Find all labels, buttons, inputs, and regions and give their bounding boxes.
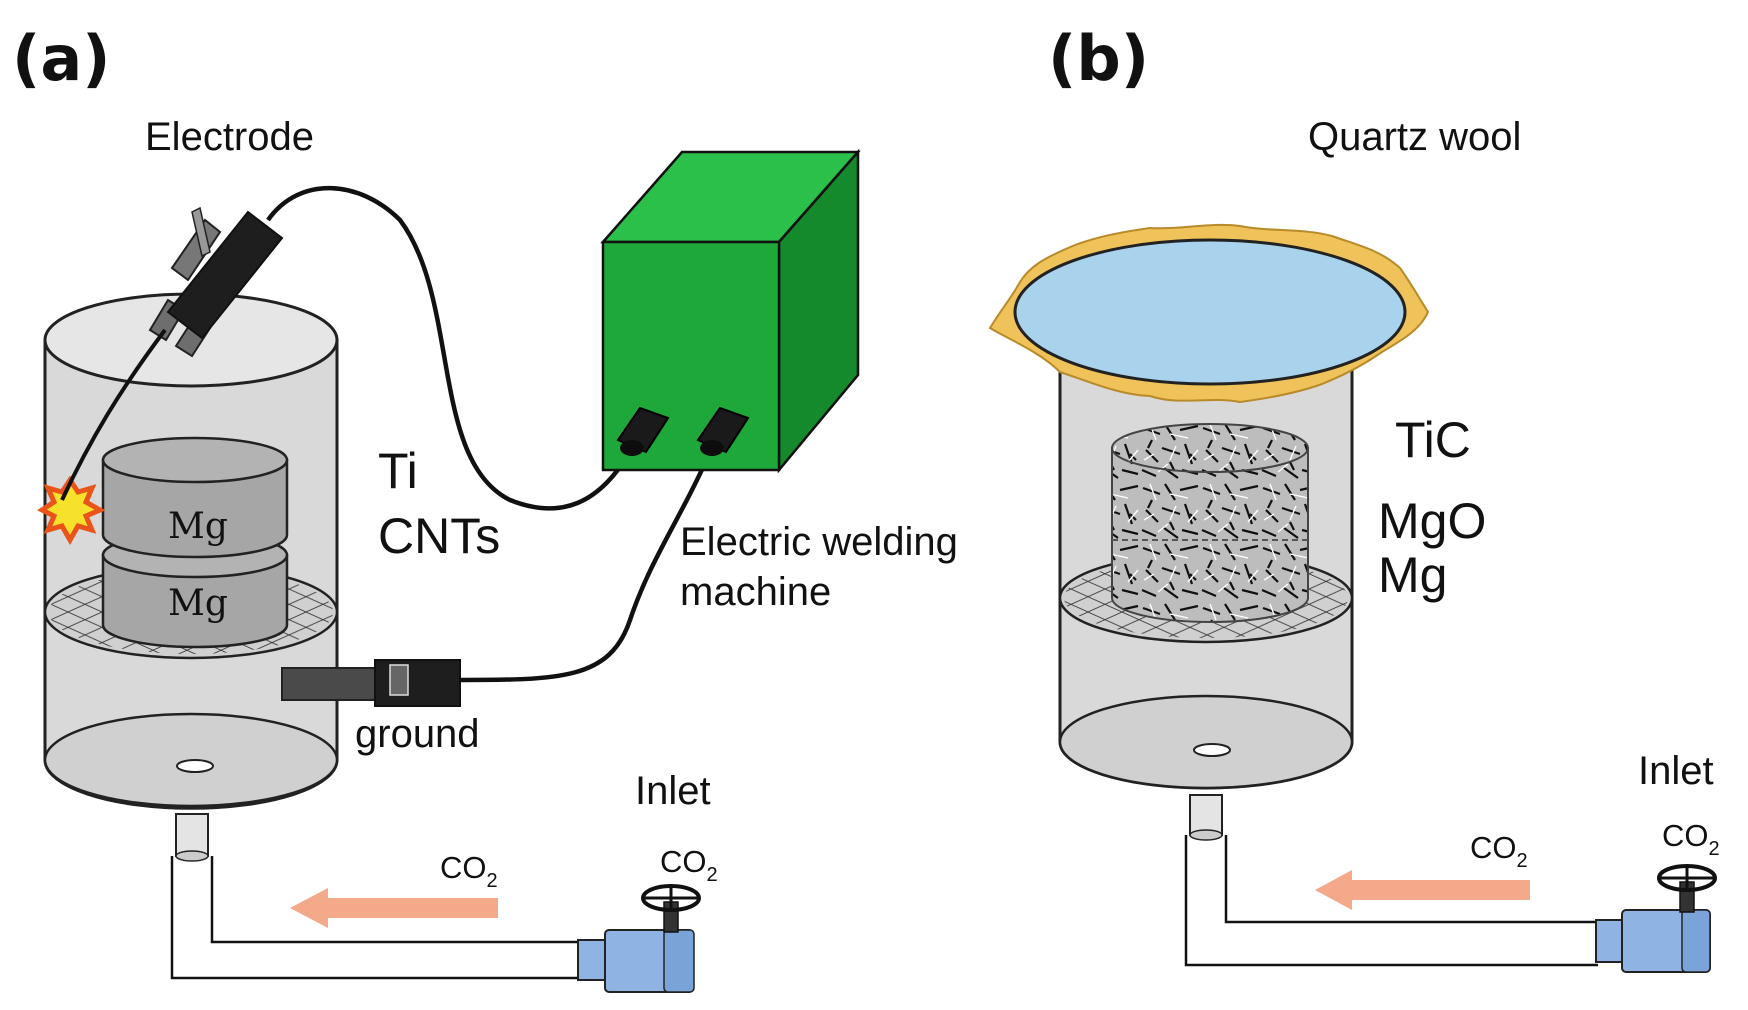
mg-label-top: Mg bbox=[168, 506, 228, 547]
electrode-label: Electrode bbox=[145, 115, 314, 159]
product-fibrous-mass bbox=[1111, 423, 1309, 623]
panel-a-label: (a) bbox=[12, 22, 111, 95]
spark-icon bbox=[37, 475, 106, 546]
co2-flow-label-b: CO2 bbox=[1470, 830, 1528, 872]
ground-label: ground bbox=[355, 712, 480, 756]
valve-wheel-icon-b bbox=[1657, 864, 1717, 892]
co2-flow-arrow-b bbox=[1315, 870, 1530, 910]
welder-label-line1: Electric welding bbox=[680, 520, 958, 564]
gas-pipe-b bbox=[1184, 794, 1598, 967]
mg-pellet-top bbox=[101, 436, 289, 559]
product-label-tic: TiC bbox=[1395, 412, 1471, 468]
gas-pipe-a bbox=[170, 813, 580, 980]
inlet-label-b: Inlet bbox=[1638, 749, 1714, 793]
valve-wheel-icon-a bbox=[641, 884, 701, 912]
co2-valve-label-b: CO2 bbox=[1662, 818, 1720, 860]
material-label-ti: Ti bbox=[378, 443, 418, 499]
co2-flow-arrow-a bbox=[290, 888, 498, 928]
co2-valve-label-a: CO2 bbox=[660, 844, 718, 886]
electrode-rod bbox=[60, 328, 167, 501]
ground-clamp bbox=[281, 659, 461, 707]
quartz-wool-label: Quartz wool bbox=[1308, 115, 1521, 159]
product-label-mgo: MgO bbox=[1378, 493, 1486, 549]
ground-cable bbox=[454, 447, 715, 683]
electrode-cable bbox=[266, 185, 634, 511]
quartz-wool-lid bbox=[988, 223, 1430, 404]
product-label-mg: Mg bbox=[1378, 547, 1447, 603]
panel-b-label: (b) bbox=[1048, 22, 1149, 95]
gas-valve-b bbox=[1595, 881, 1711, 973]
mg-label-bottom: Mg bbox=[168, 583, 228, 624]
material-label-cnts: CNTs bbox=[378, 508, 500, 564]
welder-terminal-right bbox=[696, 406, 750, 456]
co2-flow-label-a: CO2 bbox=[440, 850, 498, 892]
welder-terminal-left bbox=[616, 406, 670, 456]
gas-valve-a bbox=[577, 901, 695, 993]
inlet-label-a: Inlet bbox=[635, 769, 711, 813]
electrode-holder bbox=[148, 206, 284, 358]
welder-label-line2: machine bbox=[680, 570, 831, 614]
